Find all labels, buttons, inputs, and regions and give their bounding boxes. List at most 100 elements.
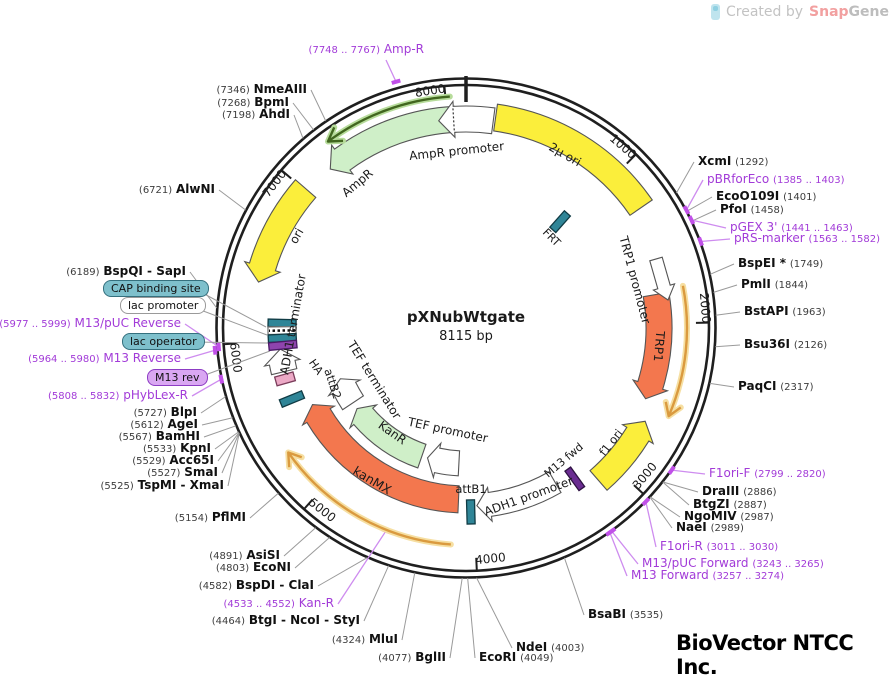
feature-f1-ori[interactable] — [589, 420, 655, 492]
pill-cap-binding-site[interactable]: CAP binding site — [103, 280, 209, 297]
primer-tick-prs — [697, 236, 704, 247]
enzyme-label-asisi[interactable]: 4891 AsiSI — [209, 548, 280, 564]
scale-tick-label-6000[interactable]: 6000 — [227, 342, 245, 374]
enzyme-label-blpi[interactable]: 5727 BlpI — [134, 405, 197, 421]
feature-label-ori[interactable]: ori — [287, 226, 307, 247]
pill-m13-rev[interactable]: M13 rev — [147, 369, 208, 386]
primer-label-prs[interactable]: pRS-marker 1563 .. 1582 — [734, 231, 880, 247]
site-position: 1749 — [790, 259, 823, 270]
feature-trp1-promoter[interactable] — [649, 256, 676, 301]
primer-label-phyblex[interactable]: 5808 .. 5832 pHybLex-R — [48, 388, 188, 404]
enzyme-label-kpni[interactable]: 5533 KpnI — [143, 441, 211, 457]
feature-m13-fwd-box[interactable] — [564, 466, 586, 492]
scale-tick-label-2000[interactable]: 2000 — [697, 292, 713, 324]
enzyme-label-econi[interactable]: 4803 EcoNI — [216, 560, 291, 576]
enzyme-label-bspdi[interactable]: 4582 BspDI - ClaI — [199, 578, 314, 594]
enzyme-label-alwni[interactable]: 6721 AlwNI — [139, 182, 215, 198]
enzyme-label-ecoo109i[interactable]: EcoO109I 1401 — [716, 189, 816, 205]
plasmid-title[interactable]: pXNubWtgate — [407, 308, 525, 326]
enzyme-label-ngomiv[interactable]: NgoMIV 2987 — [684, 509, 774, 525]
enzyme-label-pflmi[interactable]: 5154 PflMI — [175, 510, 246, 526]
feature-tef-terminator[interactable] — [327, 378, 365, 411]
enzyme-label-bspei[interactable]: BspEI * 1749 — [738, 256, 823, 272]
enzyme-label-naei[interactable]: NaeI 2989 — [676, 520, 744, 536]
site-name: BtgI - NcoI - StyI — [248, 613, 360, 627]
feature-attb2-box[interactable] — [278, 389, 306, 409]
callout-line-pflmi — [249, 492, 279, 519]
primer-label-m13puc_fwd[interactable]: M13/pUC Forward 3243 .. 3265 — [642, 556, 824, 572]
feature-adh1-promoter[interactable] — [476, 471, 562, 523]
enzyme-label-acc65i[interactable]: 5529 Acc65I — [132, 453, 214, 469]
scale-tick-label-4000[interactable]: 4000 — [475, 550, 507, 567]
primer-label-pbrforeco[interactable]: pBRforEco 1385 .. 1403 — [707, 172, 844, 188]
feature-label-frt[interactable]: FRT — [540, 226, 563, 249]
enzyme-label-bsabi[interactable]: BsaBI 3535 — [588, 607, 663, 623]
enzyme-label-ahdi[interactable]: 7198 AhdI — [222, 107, 290, 123]
feature-adh1-terminator[interactable] — [263, 348, 302, 376]
enzyme-label-bstapi[interactable]: BstAPI 1963 — [744, 304, 826, 320]
callout-line-pmli — [713, 284, 738, 293]
primer-label-f1ori_r[interactable]: F1ori-R 3011 .. 3030 — [660, 539, 778, 555]
feature-label-attb1[interactable]: attB1 — [455, 482, 486, 496]
primer-label-m13_reverse[interactable]: 5964 .. 5980 M13 Reverse — [28, 351, 181, 367]
primer-label-m13_forward[interactable]: M13 Forward 3257 .. 3274 — [631, 568, 784, 584]
primer-tick-phyblex — [218, 374, 225, 384]
enzyme-label-xcmi[interactable]: XcmI 1292 — [698, 154, 768, 170]
enzyme-label-btgi[interactable]: 4464 BtgI - NcoI - StyI — [212, 613, 360, 629]
primer-label-pgex[interactable]: pGEX 3' 1441 .. 1463 — [730, 220, 853, 236]
site-position: 4049 — [520, 653, 553, 664]
feature-2u-ori[interactable] — [493, 103, 654, 217]
enzyme-label-pfoi[interactable]: PfoI 1458 — [720, 202, 784, 218]
site-position: 5727 — [134, 408, 167, 419]
enzyme-label-paqci[interactable]: PaqCI 2317 — [738, 379, 814, 395]
feature-ha-box[interactable] — [273, 371, 297, 387]
site-position: 5808 .. 5832 — [48, 391, 119, 402]
feature-label-ampr-promoter[interactable]: AmpR promoter — [408, 139, 504, 163]
enzyme-label-pmli[interactable]: PmlI 1844 — [741, 277, 808, 293]
pill-lac-operator[interactable]: lac operator — [122, 333, 205, 350]
enzyme-label-tspmi[interactable]: 5525 TspMI - XmaI — [101, 478, 224, 494]
feature-label-trp1-promoter[interactable]: TRP1 promoter — [616, 234, 653, 326]
enzyme-label-bglii[interactable]: 4077 BglII — [378, 650, 446, 666]
enzyme-label-ndei[interactable]: NdeI 4003 — [516, 640, 584, 656]
primer-label-amp_r[interactable]: 7748 .. 7767 Amp-R — [309, 42, 424, 58]
feature-ori[interactable] — [243, 178, 317, 283]
enzyme-label-btgzi[interactable]: BtgZI 2887 — [693, 497, 767, 513]
callout-line-ngomiv — [650, 496, 681, 518]
feature-kanr[interactable] — [348, 404, 427, 469]
watermark-created-by: Created by — [725, 4, 804, 20]
enzyme-label-smai[interactable]: 5527 SmaI — [147, 465, 218, 481]
scale-tick-label-3000[interactable]: 3000 — [630, 460, 660, 492]
feature-label-attb2[interactable]: attB2 — [321, 367, 344, 401]
enzyme-label-bspqi[interactable]: 6189 BspQI - SapI — [66, 264, 186, 280]
feature-attb1-box[interactable] — [465, 499, 476, 525]
feature-label-trp1[interactable]: TRP1 — [651, 330, 668, 363]
feature-frt-box[interactable] — [548, 209, 572, 234]
site-name: PfoI — [720, 202, 747, 216]
enzyme-label-bsu36i[interactable]: Bsu36I 2126 — [744, 337, 827, 353]
enzyme-label-nmeaiii[interactable]: 7346 NmeAIII — [217, 82, 307, 98]
site-name: KpnI — [180, 441, 211, 455]
enzyme-label-bamhi[interactable]: 5567 BamHI — [119, 429, 200, 445]
scale-tick — [223, 342, 237, 346]
enzyme-label-mlui[interactable]: 4324 MluI — [332, 632, 398, 648]
feature-trp1[interactable] — [631, 291, 673, 400]
site-name: M13/pUC Forward — [642, 556, 749, 570]
enzyme-label-agei[interactable]: 5612 AgeI — [130, 417, 198, 433]
feature-label-m13-fwd[interactable]: M13 fwd — [542, 440, 586, 480]
feature-tef-promoter[interactable] — [426, 441, 461, 480]
plasmid-size[interactable]: 8115 bp — [439, 329, 493, 344]
feature-m13-rev-box[interactable] — [267, 339, 298, 352]
site-name: PmlI — [741, 277, 771, 291]
primer-label-kan_r[interactable]: 4533 .. 4552 Kan-R — [223, 596, 334, 612]
feature-ampr[interactable] — [329, 105, 457, 175]
scale-tick — [475, 557, 478, 571]
enzyme-label-draiii[interactable]: DraIII 2886 — [702, 484, 776, 500]
enzyme-label-bpmi[interactable]: 7268 BpmI — [217, 95, 289, 111]
site-name: Acc65I — [169, 453, 214, 467]
feature-kanmx[interactable] — [301, 403, 460, 514]
primer-label-m13puc_rev[interactable]: 5977 .. 5999 M13/pUC Reverse — [0, 316, 181, 332]
enzyme-label-ecori[interactable]: EcoRI 4049 — [479, 650, 553, 666]
primer-label-f1ori_f[interactable]: F1ori-F 2799 .. 2820 — [709, 466, 826, 482]
pill-lac-promoter[interactable]: lac promoter — [120, 297, 207, 314]
